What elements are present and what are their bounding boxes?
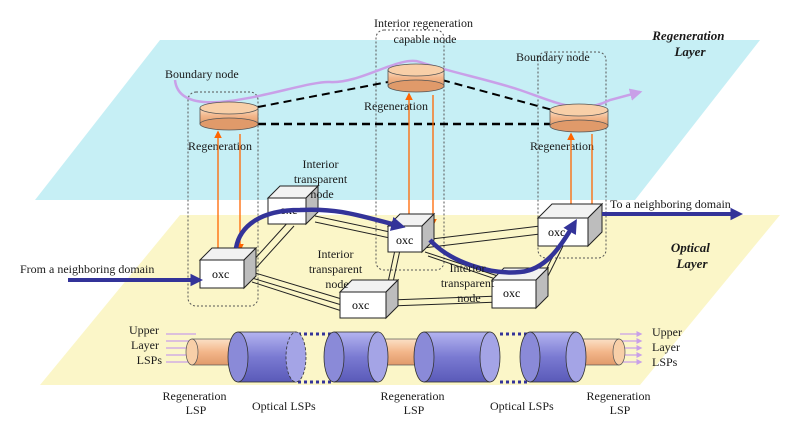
optical-lsp-cylinder-4 — [519, 331, 587, 383]
regeneration-lsp-label-1: Regeneration LSP — [163, 389, 230, 417]
regen-cylinder-top — [387, 63, 445, 93]
oxc-node-interior-3: oxc — [490, 266, 550, 310]
regen-link-left-top — [257, 81, 389, 108]
regen-lsp-cylinder-1 — [185, 338, 233, 366]
regeneration-left-label: Regeneration — [188, 139, 252, 153]
regen-link-top-right — [441, 79, 561, 113]
oxc-label: oxc — [548, 225, 565, 239]
optical-layer-title: Optical Layer — [671, 240, 713, 271]
oxc-node-interior-regen: oxc — [386, 212, 436, 254]
interior-transparent-label-2: Interior transparent node — [309, 247, 365, 291]
regeneration-layer-plane — [35, 40, 760, 200]
optical-lsp-cylinder-3 — [413, 331, 501, 383]
to-neighboring-domain-label: To a neighboring domain — [610, 197, 731, 211]
regeneration-layer-title: Regeneration Layer — [651, 28, 727, 59]
boundary-node-right-label: Boundary node — [516, 50, 590, 64]
upper-layer-lsps-left-label: Upper Layer LSPs — [129, 323, 162, 367]
oxc-label: oxc — [352, 298, 369, 312]
optical-lsp-cylinder-2 — [323, 331, 389, 383]
optical-lsps-label-1: Optical LSPs — [252, 399, 316, 413]
boundary-node-left-outline — [187, 91, 259, 307]
oxc-label: oxc — [396, 233, 413, 247]
optical-lsp-cylinder-1 — [227, 331, 307, 383]
from-neighboring-domain-label: From a neighboring domain — [20, 262, 154, 276]
regeneration-right-label: Regeneration — [530, 139, 594, 153]
regen-cylinder-right — [549, 103, 609, 133]
boundary-node-right-outline — [537, 51, 607, 259]
interior-regen-node-outline — [375, 29, 445, 271]
optical-lsps-label-2: Optical LSPs — [490, 399, 554, 413]
optical-lsp-path-2 — [428, 219, 577, 275]
oxc-node-right: oxc — [536, 202, 604, 248]
boundary-node-left-label: Boundary node — [165, 67, 239, 81]
regen-layer-lsp-path — [173, 59, 643, 109]
regeneration-top-label: Regeneration — [364, 99, 428, 113]
interior-regen-capable-label: Interior regeneration capable node — [374, 16, 476, 46]
interior-transparent-label-1: Interior transparent node — [294, 157, 350, 201]
oxc-label: oxc — [503, 286, 520, 300]
interior-transparent-label-3: Interior transparent node — [441, 261, 497, 305]
optical-lsp-path — [233, 207, 406, 249]
regeneration-lsp-label-3: Regeneration LSP — [587, 389, 654, 417]
oxc-node-interior-2: oxc — [338, 278, 400, 320]
optical-fiber-links — [251, 215, 566, 313]
regeneration-lsp-label-2: Regeneration LSP — [381, 389, 448, 417]
upper-layer-lsps-right-label: Upper Layer LSPs — [652, 325, 685, 369]
oxc-node-left: oxc — [198, 246, 258, 290]
oxc-label: oxc — [212, 267, 229, 281]
regen-cylinder-left — [199, 101, 259, 131]
